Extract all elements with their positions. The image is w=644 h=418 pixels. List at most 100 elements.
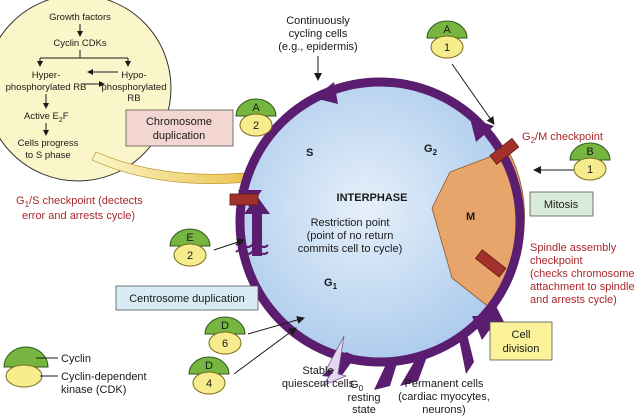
- cdk-number: 1: [587, 164, 593, 176]
- complex-d-upper: D6: [204, 316, 246, 355]
- spike-bottom: [374, 360, 398, 390]
- ring-arrow-top: [314, 82, 338, 104]
- a1-arrow: [451, 63, 495, 125]
- spike-division-1: [458, 330, 474, 374]
- cdk-number: 6: [222, 338, 228, 350]
- cyclin-letter: D: [205, 360, 213, 372]
- spindle-line3: (checks chromosome: [530, 268, 635, 280]
- cdk-shape: [192, 371, 226, 395]
- cdk-number: 2: [253, 120, 259, 132]
- phase-g1-label: G1: [324, 277, 338, 291]
- cdk-shape: [239, 113, 273, 137]
- chromosome-duplication-line1: Chromosome: [146, 116, 212, 128]
- spike-permanent: [400, 352, 428, 386]
- cdk-shape: [430, 35, 464, 59]
- cdk-number: 1: [444, 42, 450, 54]
- cyclin-shape: [569, 142, 611, 161]
- centrosome-duplication-box: [115, 285, 259, 311]
- complex-a-top-right: A1: [426, 20, 468, 59]
- phase-s-label: S: [306, 147, 313, 159]
- restriction-point-arrow: [244, 196, 270, 256]
- hyper-rb-line1: Hyper-: [32, 70, 61, 81]
- cyclin-shape: [188, 356, 230, 375]
- cdk-shape: [208, 331, 242, 355]
- e2-arrow: [213, 238, 245, 251]
- cell-division-line2: division: [503, 343, 540, 355]
- cdk-number: 2: [187, 250, 193, 262]
- phase-m-label: M: [466, 211, 475, 223]
- g0-line2: resting: [347, 392, 380, 404]
- spindle-checkpoint-bar: [474, 249, 507, 278]
- mitosis-box: [529, 191, 594, 217]
- chromosome-duplication-box: [125, 109, 234, 147]
- d6-arrow: [247, 316, 305, 335]
- cycle-ring: [235, 77, 525, 367]
- cell-division-line1: Cell: [512, 329, 531, 341]
- hyper-rb-line2: phosphorylated RB: [6, 82, 87, 93]
- legend-cyclin-shape: [3, 346, 49, 368]
- g0-line1: G0: [350, 379, 364, 393]
- cyclin-letter: A: [443, 24, 451, 36]
- chromosome-duplication-line2: duplication: [153, 130, 206, 142]
- complex-d-lower: D4: [188, 356, 230, 395]
- permanent-line3: neurons): [422, 404, 465, 416]
- g0-arrow: [320, 335, 348, 387]
- cdk-number: 4: [206, 378, 212, 390]
- restriction-line3: commits cell to cycle): [298, 243, 403, 255]
- active-e2f-label: Active E2F: [24, 111, 69, 124]
- cell-body: [240, 82, 520, 362]
- complex-b-right: B1: [569, 142, 611, 181]
- complex-e-left: E2: [169, 228, 211, 267]
- restriction-line1: Restriction point: [311, 217, 390, 229]
- spindle-line2: checkpoint: [530, 255, 583, 267]
- phase-g2-label: G2: [424, 143, 438, 157]
- g1s-checkpoint-line1: G1/S checkpoint (dectects: [16, 195, 143, 209]
- legend-cdk-shape: [5, 364, 43, 388]
- g0-line3: state: [352, 404, 376, 416]
- cells-progress-line2: to S phase: [25, 150, 70, 161]
- g1s-checkpoint-line2: error and arrests cycle): [22, 210, 135, 222]
- stable-line1: Stable: [302, 365, 333, 377]
- cyclin-letter: D: [221, 320, 229, 332]
- cyclin-shape: [235, 98, 277, 117]
- cdk-shape: [573, 157, 607, 181]
- hypo-rb-line3: RB: [127, 93, 140, 104]
- cells-progress-line1: Cells progress: [18, 138, 79, 149]
- cyclin-letter: B: [586, 146, 593, 158]
- cdk-shape: [173, 243, 207, 267]
- cyclin-shape: [169, 228, 211, 247]
- cyclin-shape: [204, 316, 246, 335]
- cyclin-letter: E: [186, 232, 193, 244]
- hypo-rb-line1: Hypo-: [121, 70, 146, 81]
- continuous-line2: cycling cells: [289, 28, 348, 40]
- cell-division-box: [489, 321, 553, 361]
- legend: Cyclin Cyclin-dependent kinase (CDK): [3, 346, 147, 396]
- mitosis-label: Mitosis: [544, 199, 579, 211]
- cyclin-letter: A: [252, 102, 260, 114]
- continuous-line1: Continuously: [286, 15, 350, 27]
- legend-cyclin-label: Cyclin: [61, 353, 91, 365]
- cell-cycle-ring: [235, 77, 525, 390]
- d4-arrow: [233, 327, 297, 375]
- g2m-checkpoint-label: G2/M checkpoint: [522, 131, 603, 145]
- restriction-zigzag-2: [235, 249, 269, 255]
- spindle-line5: and arrests cycle): [530, 294, 617, 306]
- g1s-checkpoint-bar: [229, 193, 259, 206]
- complex-a-left: A2: [235, 98, 277, 137]
- stable-line2: quiescent cells: [282, 378, 355, 390]
- cyclin-cdks-label: Cyclin CDKs: [53, 38, 107, 49]
- spindle-line4: attachment to spindle: [530, 281, 635, 293]
- permanent-line1: Permanent cells: [405, 378, 484, 390]
- permanent-line2: (cardiac myocytes,: [398, 391, 490, 403]
- restriction-line2: (point of no return: [307, 230, 394, 242]
- hypo-rb-line2: phosphorylated: [102, 82, 167, 93]
- rb-pathway-inset: Growth factors Cyclin CDKs Hyper- phosph…: [0, 0, 172, 182]
- legend-cdk-line1: Cyclin-dependent: [61, 371, 147, 383]
- g2m-checkpoint-bar: [489, 137, 520, 165]
- spindle-line1: Spindle assembly: [530, 242, 617, 254]
- centrosome-duplication-label: Centrosome duplication: [129, 293, 245, 305]
- interphase-label: INTERPHASE: [337, 192, 408, 204]
